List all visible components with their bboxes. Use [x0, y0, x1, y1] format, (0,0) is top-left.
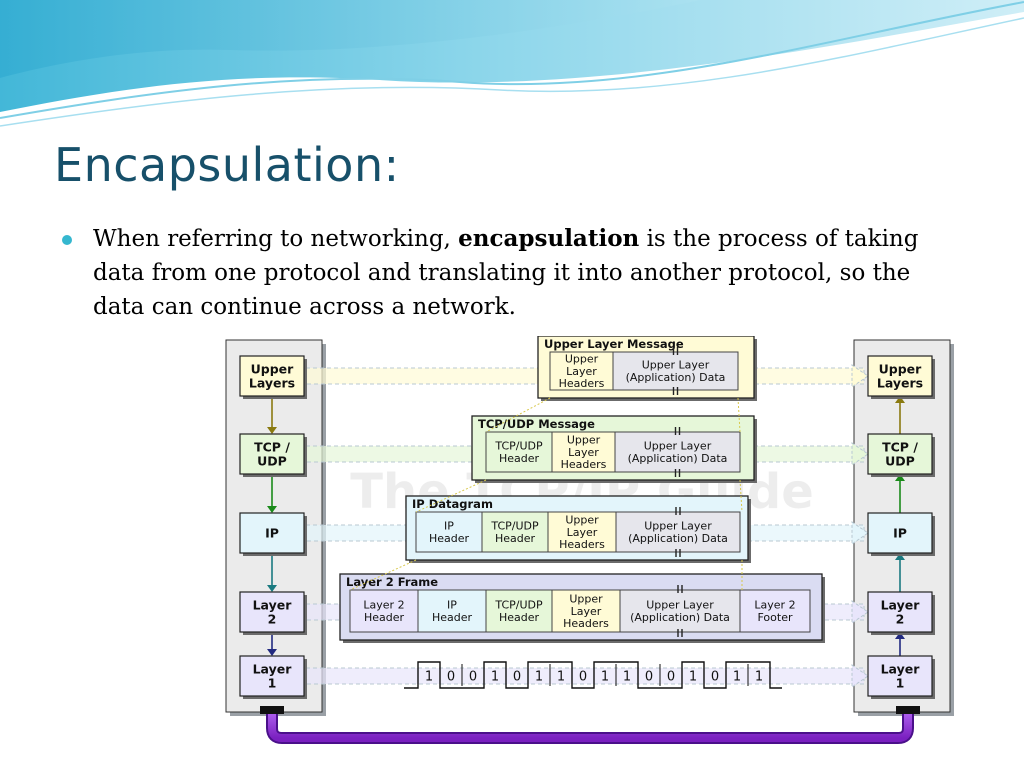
- down-arrow-head: [267, 585, 277, 592]
- bullet-text-before: When referring to networking,: [93, 226, 459, 252]
- message-field: [739, 589, 811, 633]
- bit-value: 1: [689, 670, 697, 685]
- layer-link-arrow: [851, 600, 869, 624]
- layer-box-label: IP: [893, 525, 907, 540]
- bit-value: 1: [623, 670, 631, 685]
- layer-box: [867, 655, 933, 697]
- layer-box: [239, 355, 305, 397]
- layer-box: [867, 433, 933, 475]
- layer-box-label: TCP /UDP: [254, 439, 290, 468]
- bullet-item: When referring to networking, encapsulat…: [62, 222, 962, 324]
- bit-value: 1: [557, 670, 565, 685]
- bit-value: 1: [535, 670, 543, 685]
- slide-title: Encapsulation:: [54, 138, 400, 192]
- message-field: [551, 431, 616, 473]
- message-box-title: Upper Layer Message: [544, 337, 684, 351]
- message-field: [614, 431, 741, 473]
- bit-value: 1: [425, 670, 433, 685]
- bullet-text-bold: encapsulation: [458, 225, 640, 252]
- message-box-title: IP Datagram: [412, 497, 493, 511]
- up-arrow-head: [895, 474, 905, 481]
- down-arrow-head: [267, 649, 277, 656]
- layer-link-arrow: [851, 521, 869, 545]
- layer-link-pipe: [305, 667, 865, 685]
- layer-box-label: IP: [265, 525, 279, 540]
- message-box-title: TCP/UDP Message: [478, 417, 595, 431]
- bullet-dot-icon: [62, 235, 72, 245]
- layer-box: [239, 512, 305, 554]
- bit-value: 0: [711, 670, 719, 685]
- layer-link-arrow: [851, 664, 869, 688]
- message-field: [485, 589, 553, 633]
- layer-box: [867, 512, 933, 554]
- message-field: [415, 511, 483, 553]
- nesting-guide-line: [349, 559, 417, 591]
- bit-value: 1: [733, 670, 741, 685]
- down-arrow-head: [267, 506, 277, 513]
- bullet-text-after: is the process of taking data from one p…: [93, 226, 919, 320]
- cable-connector-icon: [896, 706, 920, 714]
- up-arrow-head: [895, 553, 905, 560]
- layer-box: [867, 591, 933, 633]
- layer-link-arrow: [851, 364, 869, 388]
- layer-link-arrow: [851, 442, 869, 466]
- message-field: [481, 511, 549, 553]
- message-field: [615, 511, 741, 553]
- up-arrow-head: [895, 396, 905, 403]
- message-field: [612, 351, 739, 391]
- bit-value: 1: [601, 670, 609, 685]
- message-field: [547, 511, 617, 553]
- message-field: [417, 589, 487, 633]
- message-field-label: Upper Layer(Application) Data: [630, 599, 730, 624]
- message-field-label: Upper Layer(Application) Data: [628, 440, 728, 465]
- bit-value: 0: [469, 670, 477, 685]
- header-wave-decoration: [0, 0, 1024, 127]
- bullet-text: When referring to networking, encapsulat…: [93, 222, 962, 324]
- bit-value: 0: [645, 670, 653, 685]
- layer-box: [239, 433, 305, 475]
- message-field-label: Upper Layer(Application) Data: [628, 520, 728, 545]
- layer-box-label: TCP /UDP: [882, 439, 918, 468]
- bit-value: 1: [755, 670, 763, 685]
- nesting-guide-line: [415, 479, 487, 513]
- cable-connector-icon: [260, 706, 284, 714]
- nesting-guide-line: [739, 479, 743, 513]
- up-arrow-head: [895, 632, 905, 639]
- down-arrow-head: [267, 427, 277, 434]
- message-field: [485, 431, 553, 473]
- bit-value: 0: [447, 670, 455, 685]
- message-box-title: Layer 2 Frame: [346, 575, 438, 589]
- message-field: [551, 589, 621, 633]
- bit-value: 0: [579, 670, 587, 685]
- layer-box: [239, 591, 305, 633]
- physical-link-cable: [268, 712, 912, 742]
- bit-value: 1: [491, 670, 499, 685]
- bit-waveform: [404, 661, 782, 689]
- nesting-guide-line: [485, 397, 551, 433]
- layer-box: [239, 655, 305, 697]
- bit-value: 0: [513, 670, 521, 685]
- layer-box: [867, 355, 933, 397]
- nesting-guide-line: [737, 397, 741, 433]
- message-field-label: Upper Layer(Application) Data: [626, 359, 726, 384]
- bit-value: 0: [667, 670, 675, 685]
